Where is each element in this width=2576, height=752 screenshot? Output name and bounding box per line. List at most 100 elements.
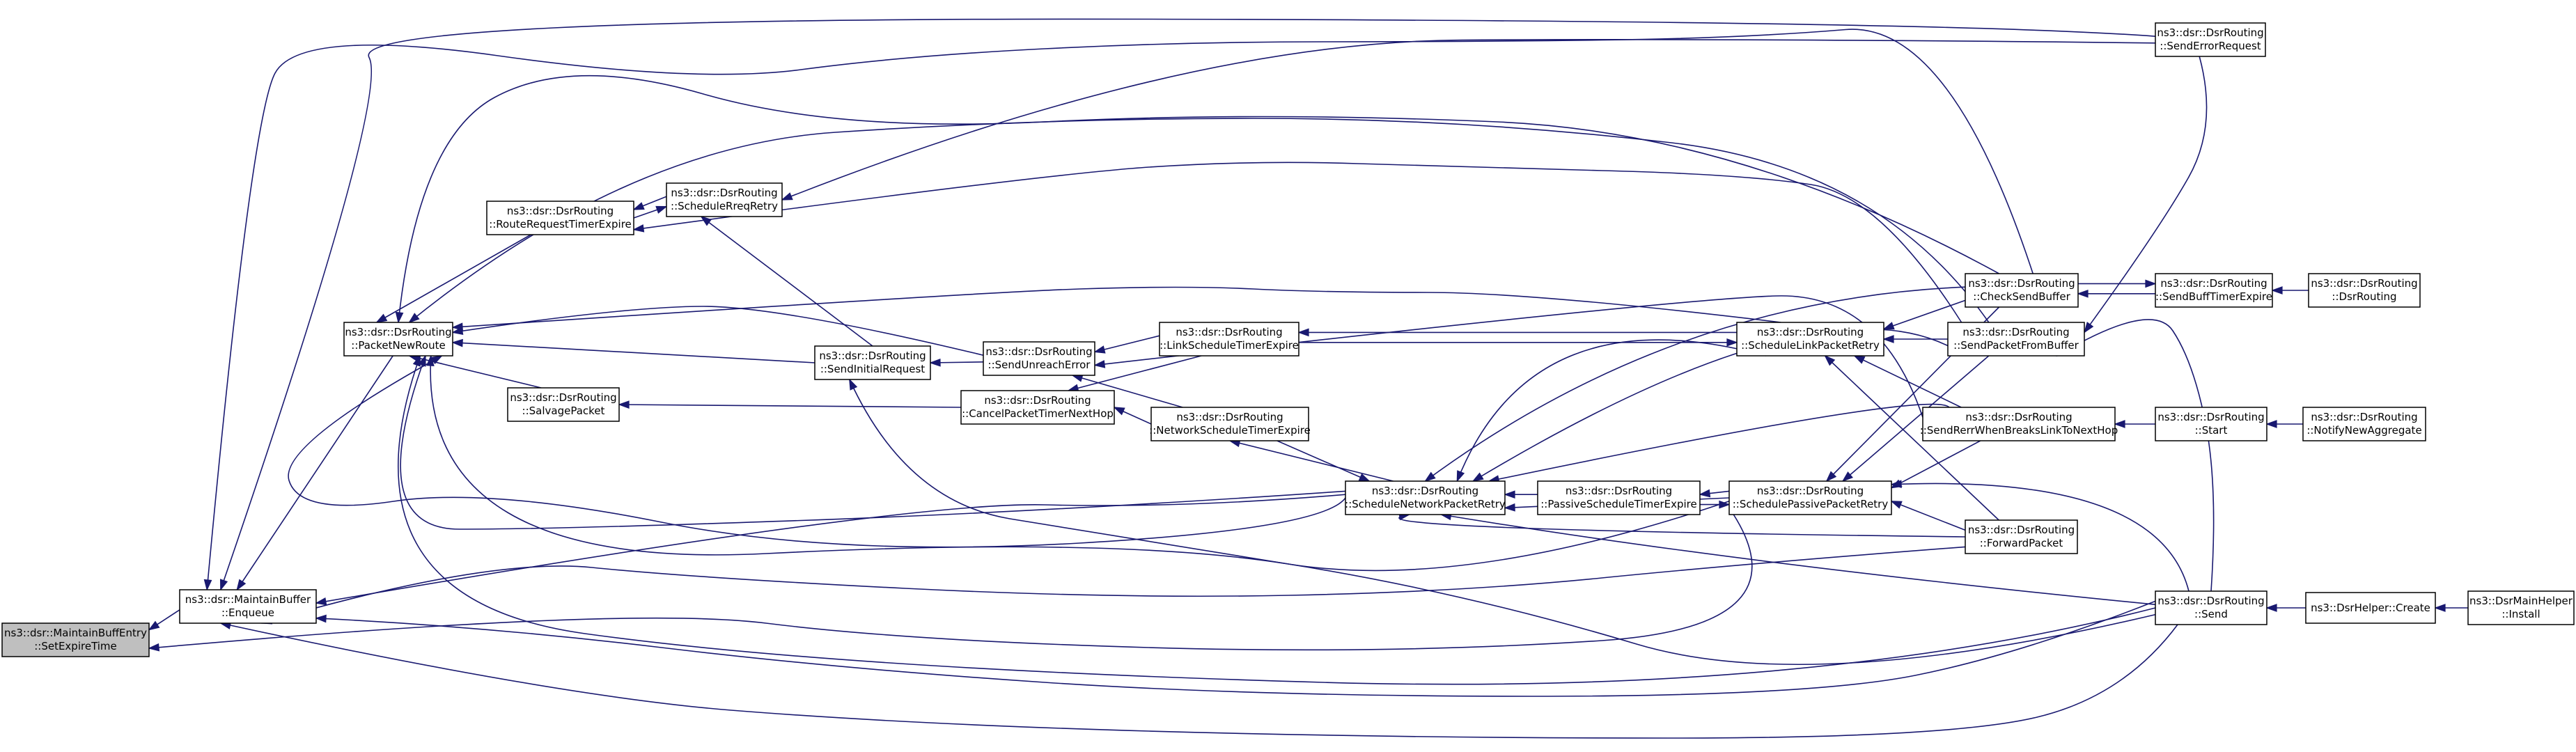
arrowhead-icon bbox=[929, 358, 941, 367]
edge-line bbox=[1891, 440, 1981, 489]
edge-line bbox=[315, 600, 2156, 697]
node-ns3-dsr-dsrrouting-networkscheduletimerexpire[interactable]: ns3::dsr::DsrRouting::NetworkScheduleTim… bbox=[1149, 407, 1311, 441]
edge-line bbox=[206, 29, 2034, 590]
node-ns3-dsr-dsrrouting-sendinitialrequest[interactable]: ns3::dsr::DsrRouting::SendInitialRequest bbox=[814, 345, 931, 380]
node-ns3-dsr-dsrrouting-passivescheduletimerexpire[interactable]: ns3::dsr::DsrRouting::PassiveScheduleTim… bbox=[1537, 480, 1701, 515]
node-ns3-dsr-dsrrouting-forwardpacket[interactable]: ns3::dsr::DsrRouting::ForwardPacket bbox=[1965, 519, 2078, 554]
e-n22-n14-edge bbox=[1890, 480, 2189, 592]
node-ns3-dsr-maintainbuffentry-setexpiretime[interactable]: ns3::dsr::MaintainBuffEntry::SetExpireTi… bbox=[1, 622, 150, 657]
e-n10-n8-edge bbox=[1113, 407, 1152, 425]
node-label-namespace: ns3::dsr::DsrRouting bbox=[2157, 26, 2263, 39]
node-label-namespace: ns3::dsr::DsrRouting bbox=[507, 205, 614, 217]
arrowhead-icon bbox=[1719, 500, 1731, 509]
edge-line bbox=[398, 75, 1999, 323]
e-n17-n13-edge bbox=[1853, 355, 1962, 408]
node-box bbox=[1965, 273, 2079, 308]
e-n1-n0-edge bbox=[148, 609, 180, 631]
e-n16-n3-edge bbox=[632, 162, 1962, 323]
node-label-method: ::PassiveScheduleTimerExpire bbox=[1540, 498, 1697, 510]
arrowhead-icon bbox=[1456, 470, 1465, 483]
edge-line bbox=[220, 18, 2156, 590]
e-n12-n14-edge bbox=[1700, 500, 1731, 509]
e-n12-n11-edge bbox=[1504, 490, 1538, 499]
e-n11-n1-edge bbox=[315, 494, 1346, 606]
node-ns3-dsr-dsrrouting-schedulelinkpacketretry[interactable]: ns3::dsr::DsrRouting::ScheduleLinkPacket… bbox=[1736, 322, 1884, 357]
node-ns3-dsr-dsrrouting-sendpacketfrombuffer[interactable]: ns3::dsr::DsrRouting::SendPacketFromBuff… bbox=[1947, 322, 2085, 357]
arrowhead-icon bbox=[1113, 407, 1125, 416]
edge-line bbox=[1825, 355, 1999, 521]
e-n17-n14-edge bbox=[1890, 440, 1981, 489]
e-n7-n6-edge bbox=[929, 358, 984, 367]
node-label-namespace: ns3::dsr::DsrRouting bbox=[1176, 326, 1282, 338]
edge-line bbox=[398, 355, 2156, 685]
node-ns3-dsr-dsrrouting-start[interactable]: ns3::dsr::DsrRouting::Start bbox=[2155, 407, 2267, 441]
e-n11-n2-edge bbox=[288, 355, 1346, 548]
node-label-method: ::Install bbox=[2501, 608, 2540, 620]
node-ns3-dsr-dsrrouting-dsrrouting[interactable]: ns3::dsr::DsrRouting::DsrRouting bbox=[2308, 273, 2421, 308]
arrowhead-icon bbox=[426, 354, 435, 366]
node-label-method: ::ScheduleRreqRetry bbox=[671, 200, 778, 212]
node-ns3-dsr-maintainbuffer-enqueue[interactable]: ns3::dsr::MaintainBuffer::Enqueue bbox=[179, 589, 317, 624]
node-ns3-dsr-dsrrouting-schedulepassivepacketretry[interactable]: ns3::dsr::DsrRouting::SchedulePassivePac… bbox=[1728, 480, 1892, 515]
arrowhead-icon bbox=[315, 597, 327, 606]
e-n6-n4-edge bbox=[700, 215, 873, 347]
node-ns3-dsr-dsrrouting-schedulenetworkpacketretry[interactable]: ns3::dsr::DsrRouting::ScheduleNetworkPac… bbox=[1345, 480, 1506, 515]
node-box bbox=[1922, 407, 2116, 441]
node-label-method: ::DsrRouting bbox=[2332, 290, 2396, 303]
node-label-namespace: ns3::dsr::DsrRouting bbox=[819, 350, 926, 362]
edge-line bbox=[148, 507, 1753, 651]
node-label-method: ::Enqueue bbox=[221, 606, 274, 619]
e-n18-n1-edge bbox=[260, 546, 1966, 625]
node-ns3-dsrhelper-create[interactable]: ns3::DsrHelper::Create bbox=[2305, 592, 2436, 624]
e-n15-n13-edge bbox=[1882, 299, 1966, 330]
node-ns3-dsr-dsrrouting-salvagepacket[interactable]: ns3::dsr::DsrRouting::SalvagePacket bbox=[507, 387, 620, 422]
node-box bbox=[1, 622, 150, 657]
node-box bbox=[2467, 590, 2575, 625]
node-box bbox=[486, 201, 634, 235]
arrowhead-icon bbox=[375, 313, 388, 323]
arrowhead-icon bbox=[655, 205, 668, 214]
edge-line bbox=[1277, 440, 1370, 482]
node-label-namespace: ns3::dsr::DsrRouting bbox=[2311, 277, 2417, 290]
node-ns3-dsr-dsrrouting-routerequesttimerexpire[interactable]: ns3::dsr::DsrRouting::RouteRequestTimerE… bbox=[486, 201, 634, 235]
node-ns3-dsr-dsrrouting-checksendbuffer[interactable]: ns3::dsr::DsrRouting::CheckSendBuffer bbox=[1965, 273, 2079, 308]
arrowhead-icon bbox=[1472, 472, 1484, 482]
e-n16-n2-edge bbox=[408, 118, 1990, 324]
e-n9-n7-edge bbox=[1093, 335, 1160, 354]
edge-line bbox=[236, 355, 393, 590]
node-label-method: ::CancelPacketTimerNextHop bbox=[962, 407, 1114, 420]
e-n21-n17-edge bbox=[2114, 420, 2155, 428]
node-ns3-dsr-dsrrouting-sendrerrwhenbreakslinktonexthop[interactable]: ns3::dsr::DsrRouting::SendRerrWhenBreaks… bbox=[1920, 407, 2118, 441]
node-ns3-dsr-dsrrouting-cancelpackettimernexthop[interactable]: ns3::dsr::DsrRouting::CancelPacketTimerN… bbox=[960, 390, 1115, 425]
arrowhead-icon bbox=[315, 614, 327, 623]
arrowhead-icon bbox=[412, 354, 421, 367]
arrowhead-icon bbox=[148, 643, 160, 652]
node-ns3-dsr-dsrrouting-packetnewroute[interactable]: ns3::dsr::DsrRouting::PacketNewRoute bbox=[343, 322, 453, 357]
node-label-namespace: ns3::dsr::DsrRouting bbox=[984, 394, 1091, 407]
node-ns3-dsr-dsrrouting-send[interactable]: ns3::dsr::DsrRouting::Send bbox=[2155, 590, 2267, 625]
node-box bbox=[2155, 273, 2273, 308]
node-label-method: ::SendUnreachError bbox=[988, 359, 1091, 371]
node-ns3-dsr-dsrrouting-schedulerreqretry[interactable]: ns3::dsr::DsrRouting::ScheduleRreqRetry bbox=[666, 182, 783, 217]
node-ns3-dsr-dsrrouting-notifynewaggregate[interactable]: ns3::dsr::DsrRouting::NotifyNewAggregate bbox=[2302, 407, 2426, 441]
node-ns3-dsr-dsrrouting-sendunreacherror[interactable]: ns3::dsr::DsrRouting::SendUnreachError bbox=[983, 341, 1095, 376]
node-label-method: ::SchedulePassivePacketRetry bbox=[1733, 498, 1889, 510]
arrowhead-icon bbox=[1093, 360, 1106, 368]
node-ns3-dsr-dsrrouting-sendbufftimerexpire[interactable]: ns3::dsr::DsrRouting::SendBuffTimerExpir… bbox=[2155, 273, 2273, 308]
node-label-namespace: ns3::dsr::MaintainBuffer bbox=[185, 593, 311, 606]
arrowhead-icon bbox=[1882, 322, 1895, 330]
arrowhead-icon bbox=[148, 620, 160, 631]
e-n17-n7-edge bbox=[1093, 295, 1923, 418]
node-box bbox=[1736, 322, 1884, 357]
arrowhead-icon bbox=[203, 579, 212, 591]
node-label-method: ::SendRerrWhenBreaksLinkToNextHop bbox=[1920, 424, 2118, 437]
node-ns3-dsrmainhelper-install[interactable]: ns3::DsrMainHelper::Install bbox=[2467, 590, 2575, 625]
node-ns3-dsr-dsrrouting-senderrorrequest[interactable]: ns3::dsr::DsrRouting::SendErrorRequest bbox=[2155, 22, 2266, 57]
e-n19-n4-edge bbox=[781, 39, 2156, 201]
e-n14-n1-edge bbox=[148, 507, 1753, 652]
node-ns3-dsr-dsrrouting-linkscheduletimerexpire[interactable]: ns3::dsr::DsrRouting::LinkScheduleTimerE… bbox=[1159, 322, 1299, 357]
e-n23-n20-edge bbox=[2271, 286, 2309, 295]
e-n9-n13-edge bbox=[1299, 338, 1738, 347]
e-n18-n14-edge bbox=[1890, 501, 1966, 531]
e-n2-n1-edge bbox=[236, 355, 393, 591]
